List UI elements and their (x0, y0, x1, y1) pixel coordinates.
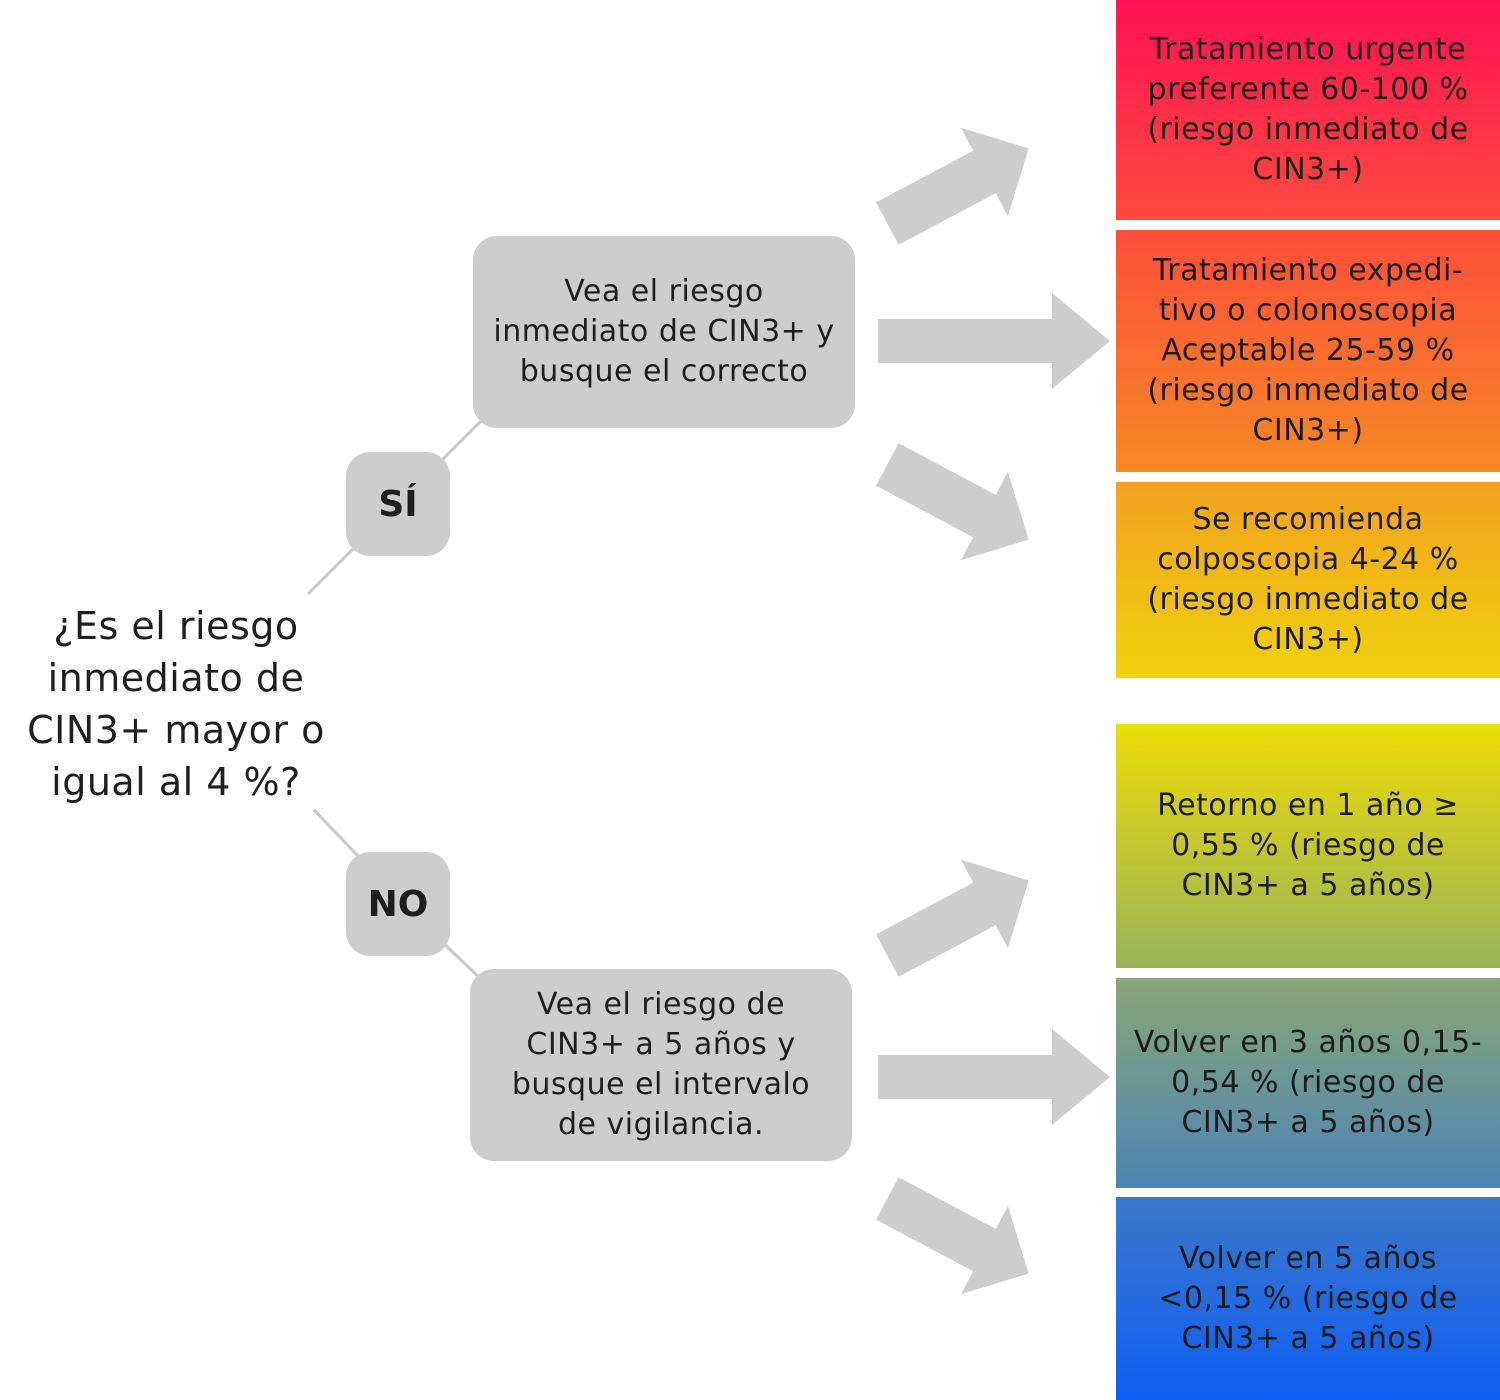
arrow-down-right-icon (876, 443, 1029, 561)
outcome-text: Volver en 5 años <0,15 % (riesgo de CIN3… (1158, 1240, 1458, 1356)
outcome-return-1-year: Retorno en 1 año ≥ 0,55 % (riesgo de CIN… (1116, 724, 1500, 968)
outcome-return-3-years: Volver en 3 años 0,15-0,54 % (riesgo de … (1116, 978, 1500, 1188)
outcome-text: Se recomienda colposcopia 4-24 % (riesgo… (1147, 502, 1469, 657)
connector-yes-to-box (438, 416, 486, 464)
no-branch-box: Vea el riesgo de CIN3+ a 5 años y busque… (470, 969, 852, 1161)
yes-label: SÍ (346, 452, 450, 556)
outcome-text: Tratamiento urgente preferente 60-100 % … (1147, 32, 1469, 187)
outcome-colposcopy: Se recomienda colposcopia 4-24 % (riesgo… (1116, 482, 1500, 678)
root-question: ¿Es el riesgo inmediato de CIN3+ mayor o… (27, 604, 325, 804)
yes-branch-box: Vea el riesgo inmediato de CIN3+ y busqu… (473, 236, 855, 428)
arrow-right-icon (878, 293, 1110, 389)
outcome-text: Tratamiento expedi- tivo o colonoscopia … (1147, 253, 1469, 448)
outcome-urgent-treatment: Tratamiento urgente preferente 60-100 % … (1116, 0, 1500, 220)
arrow-down-right-icon (876, 1177, 1029, 1295)
outcome-return-5-years: Volver en 5 años <0,15 % (riesgo de CIN3… (1116, 1197, 1500, 1400)
outcome-text: Volver en 3 años 0,15-0,54 % (riesgo de … (1133, 1025, 1483, 1140)
outcome-expedited-treatment: Tratamiento expedi- tivo o colonoscopia … (1116, 230, 1500, 472)
outcome-text: Retorno en 1 año ≥ 0,55 % (riesgo de CIN… (1157, 788, 1459, 903)
no-label: NO (346, 852, 450, 956)
connector-question-to-no (312, 808, 362, 860)
arrow-right-icon (878, 1029, 1110, 1125)
arrow-up-right-icon (876, 859, 1029, 977)
connector-question-to-yes (306, 544, 358, 596)
connector-no-to-box (438, 938, 484, 982)
arrow-up-right-icon (876, 127, 1029, 245)
